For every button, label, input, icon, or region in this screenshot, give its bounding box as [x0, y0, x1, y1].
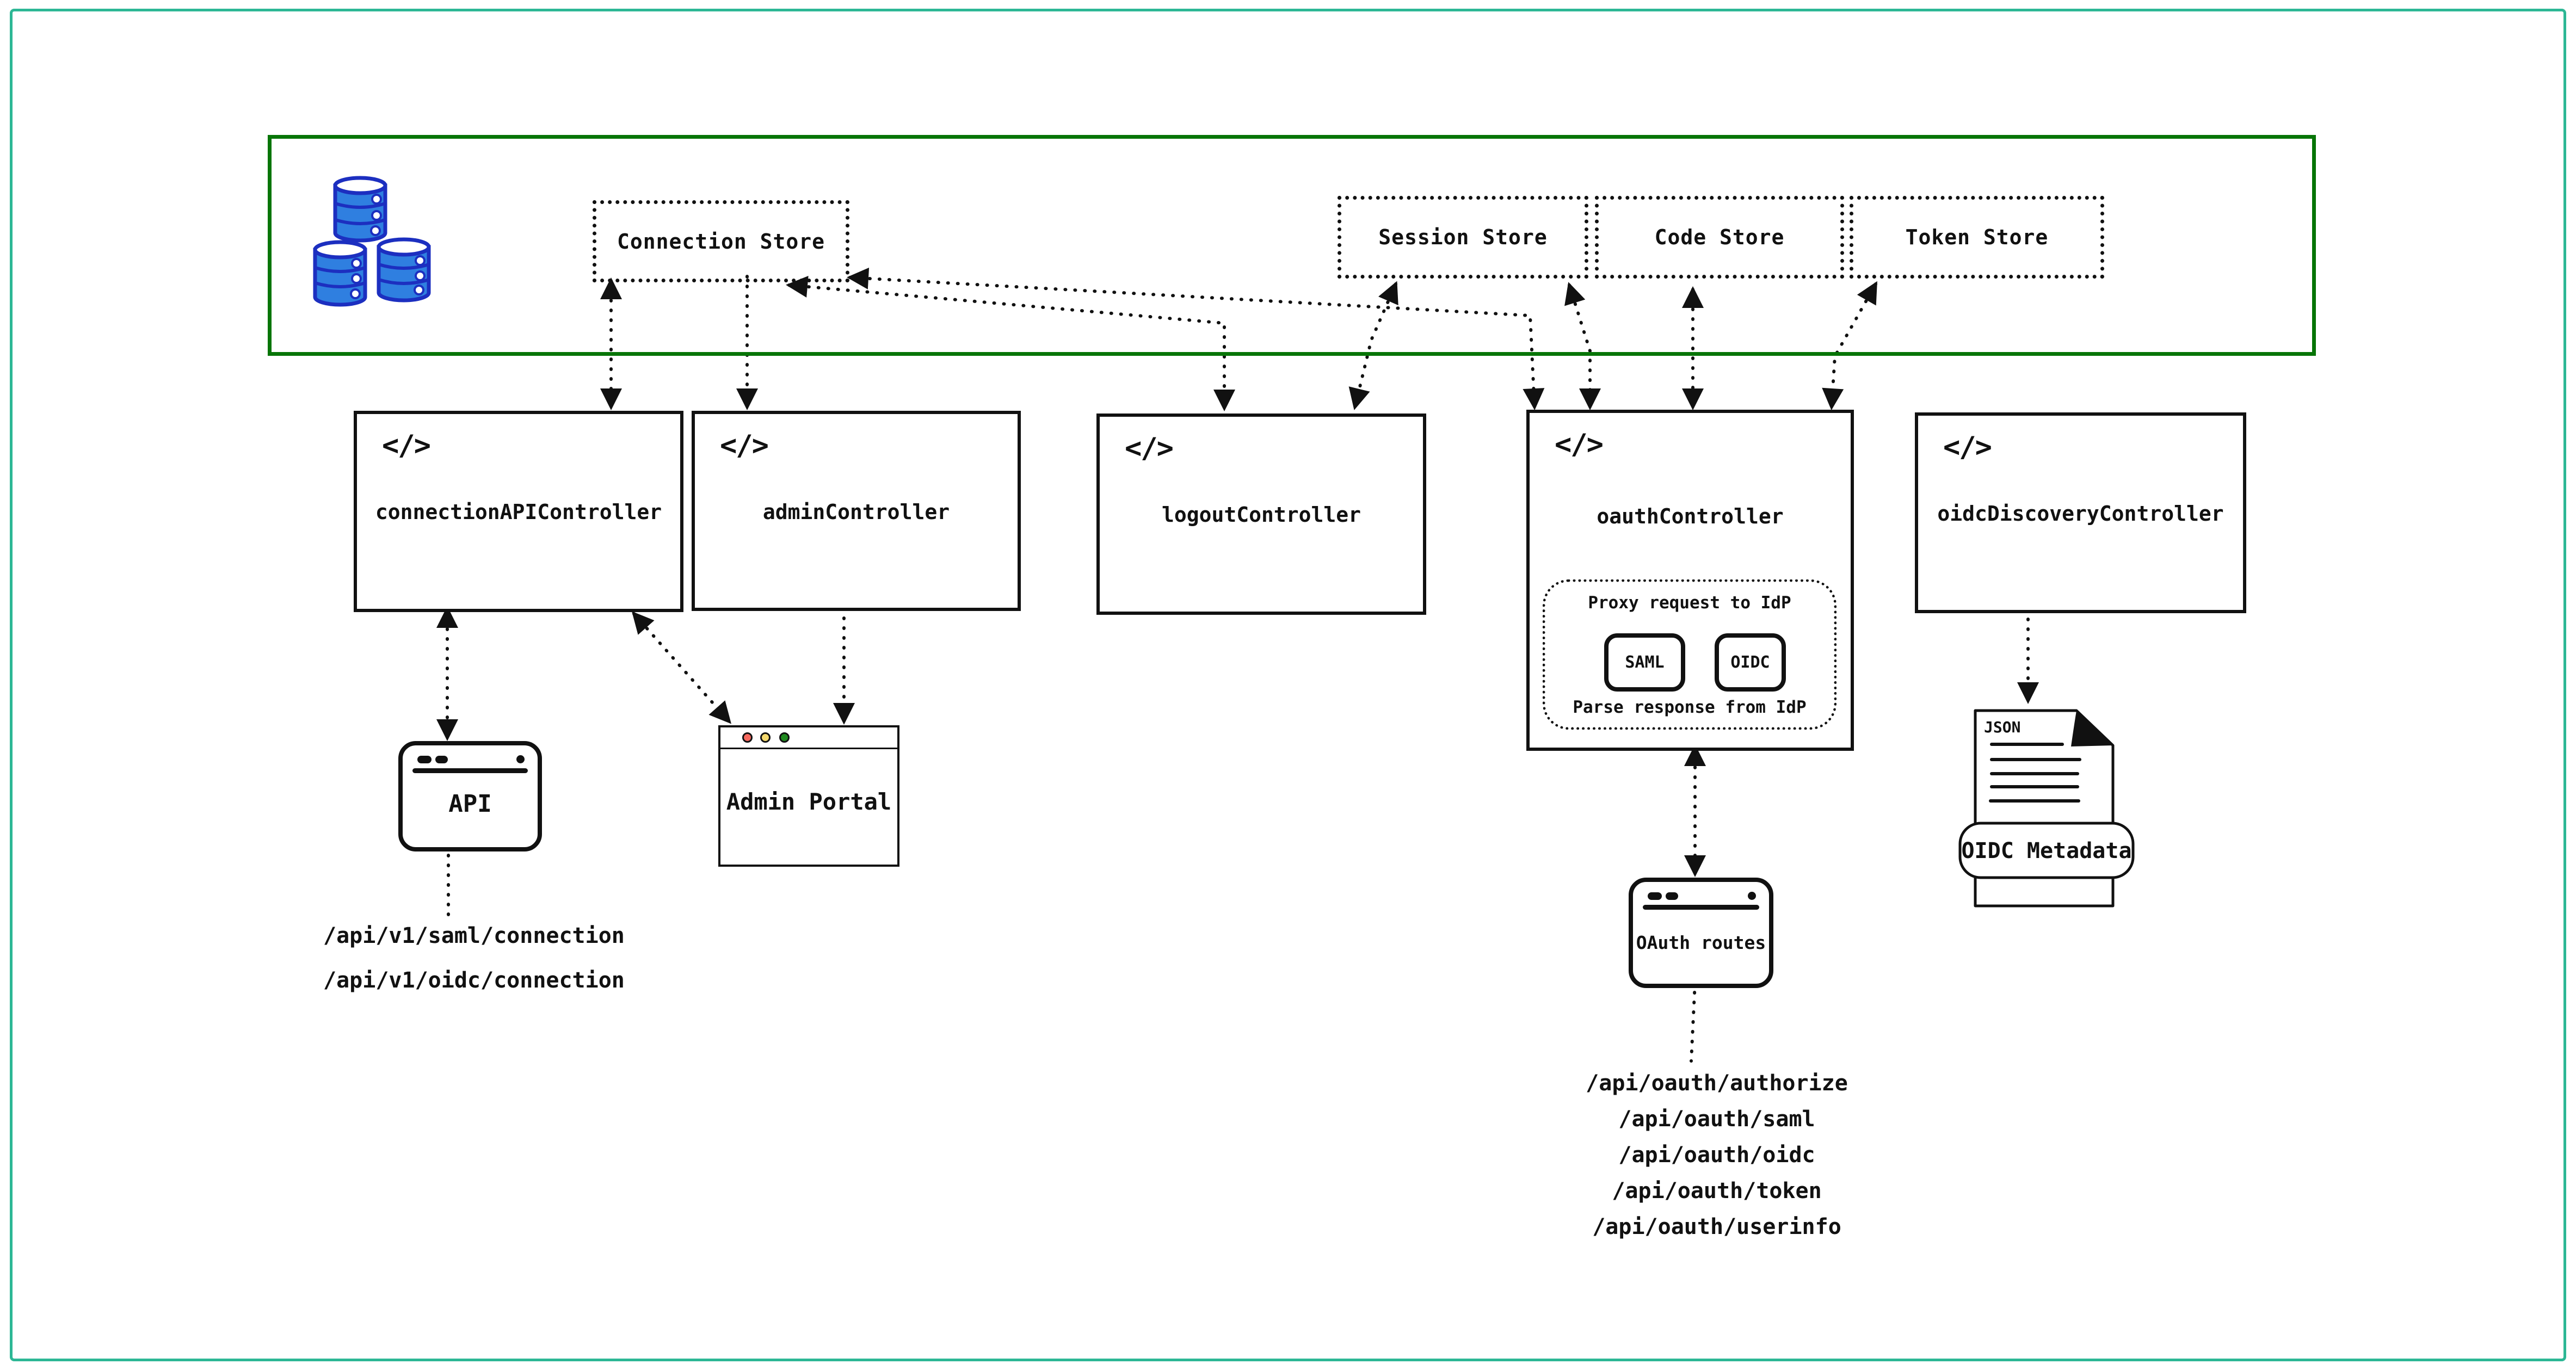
oauth-paths-list: /api/oauth/authorize /api/oauth/saml /ap… [1570, 1065, 1864, 1245]
proxy-request-label: Proxy request to IdP [1588, 593, 1791, 613]
logout-controller-label: logoutController [1161, 503, 1361, 527]
oauth-path: /api/oauth/userinfo [1592, 1214, 1841, 1239]
oauth-routes-window: OAuth routes [1629, 878, 1773, 988]
session-store-label: Session Store [1378, 225, 1548, 249]
code-icon: </> [1125, 432, 1174, 465]
oauth-path: /api/oauth/oidc [1618, 1143, 1815, 1168]
window-control-icon [1748, 892, 1756, 900]
token-store-box: Token Store [1850, 196, 2104, 279]
oauth-path: /api/oauth/token [1612, 1178, 1822, 1204]
window-toolbar [412, 768, 528, 773]
saml-label: SAML [1625, 653, 1665, 672]
code-store-label: Code Store [1654, 225, 1785, 249]
line-oauthroutes-paths [1690, 981, 1697, 1063]
api-path: /api/v1/oidc/connection [323, 968, 625, 993]
window-control-icon [516, 755, 525, 763]
oidc-metadata-document: JSON OIDC Metadata [1958, 709, 2135, 908]
api-paths-list: /api/v1/saml/connection /api/v1/oidc/con… [323, 922, 625, 1011]
api-window-label: API [448, 790, 492, 818]
close-window-icon [742, 732, 753, 743]
minimize-window-icon [760, 732, 771, 743]
database-stack-icon [313, 176, 431, 307]
token-store-label: Token Store [1905, 225, 2049, 249]
code-icon: </> [1555, 428, 1604, 461]
parse-response-label: Parse response from IdP [1573, 698, 1807, 717]
code-store-box: Code Store [1595, 196, 1844, 279]
oauth-path: /api/oauth/authorize [1586, 1071, 1848, 1096]
code-icon: </> [382, 429, 431, 462]
api-path: /api/v1/saml/connection [323, 923, 625, 948]
connection-api-controller-box: </> connectionAPIController [354, 411, 683, 612]
admin-controller-label: adminController [762, 500, 950, 524]
connection-api-controller-label: connectionAPIController [375, 500, 662, 524]
json-file-type-label: JSON [1984, 718, 2020, 736]
idp-proxy-box: Proxy request to IdP SAML OIDC Parse res… [1543, 579, 1837, 730]
window-control-icon [417, 756, 432, 763]
maximize-window-icon [779, 732, 790, 743]
oauth-controller-label: oauthController [1597, 504, 1784, 528]
code-icon: </> [1943, 431, 1992, 464]
oidc-box: OIDC [1715, 633, 1786, 692]
oidc-discovery-controller-box: </> oidcDiscoveryController [1915, 412, 2246, 613]
window-control-icon [1666, 892, 1678, 900]
connection-store-label: Connection Store [617, 229, 825, 254]
admin-portal-label: Admin Portal [726, 788, 892, 815]
data-store-zone [268, 135, 2316, 356]
connection-store-box: Connection Store [593, 200, 849, 282]
window-control-icon [1648, 892, 1662, 900]
oauth-path: /api/oauth/saml [1618, 1107, 1815, 1132]
session-store-box: Session Store [1338, 196, 1588, 279]
api-window: API [398, 741, 542, 851]
oidc-metadata-banner-label: OIDC Metadata [1961, 838, 2131, 863]
admin-portal-window: Admin Portal [718, 725, 899, 867]
logout-controller-box: </> logoutController [1096, 414, 1426, 615]
window-toolbar [1643, 905, 1759, 910]
admin-portal-titlebar [720, 727, 897, 749]
oidc-discovery-controller-label: oidcDiscoveryController [1937, 502, 2224, 526]
oidc-label: OIDC [1730, 653, 1770, 672]
saml-box: SAML [1604, 633, 1685, 692]
code-icon: </> [720, 429, 769, 462]
window-control-icon [435, 756, 448, 763]
admin-controller-box: </> adminController [692, 411, 1021, 611]
oauth-routes-label: OAuth routes [1636, 932, 1766, 953]
arrow-connectionapicontroller-adminportal [632, 611, 731, 724]
